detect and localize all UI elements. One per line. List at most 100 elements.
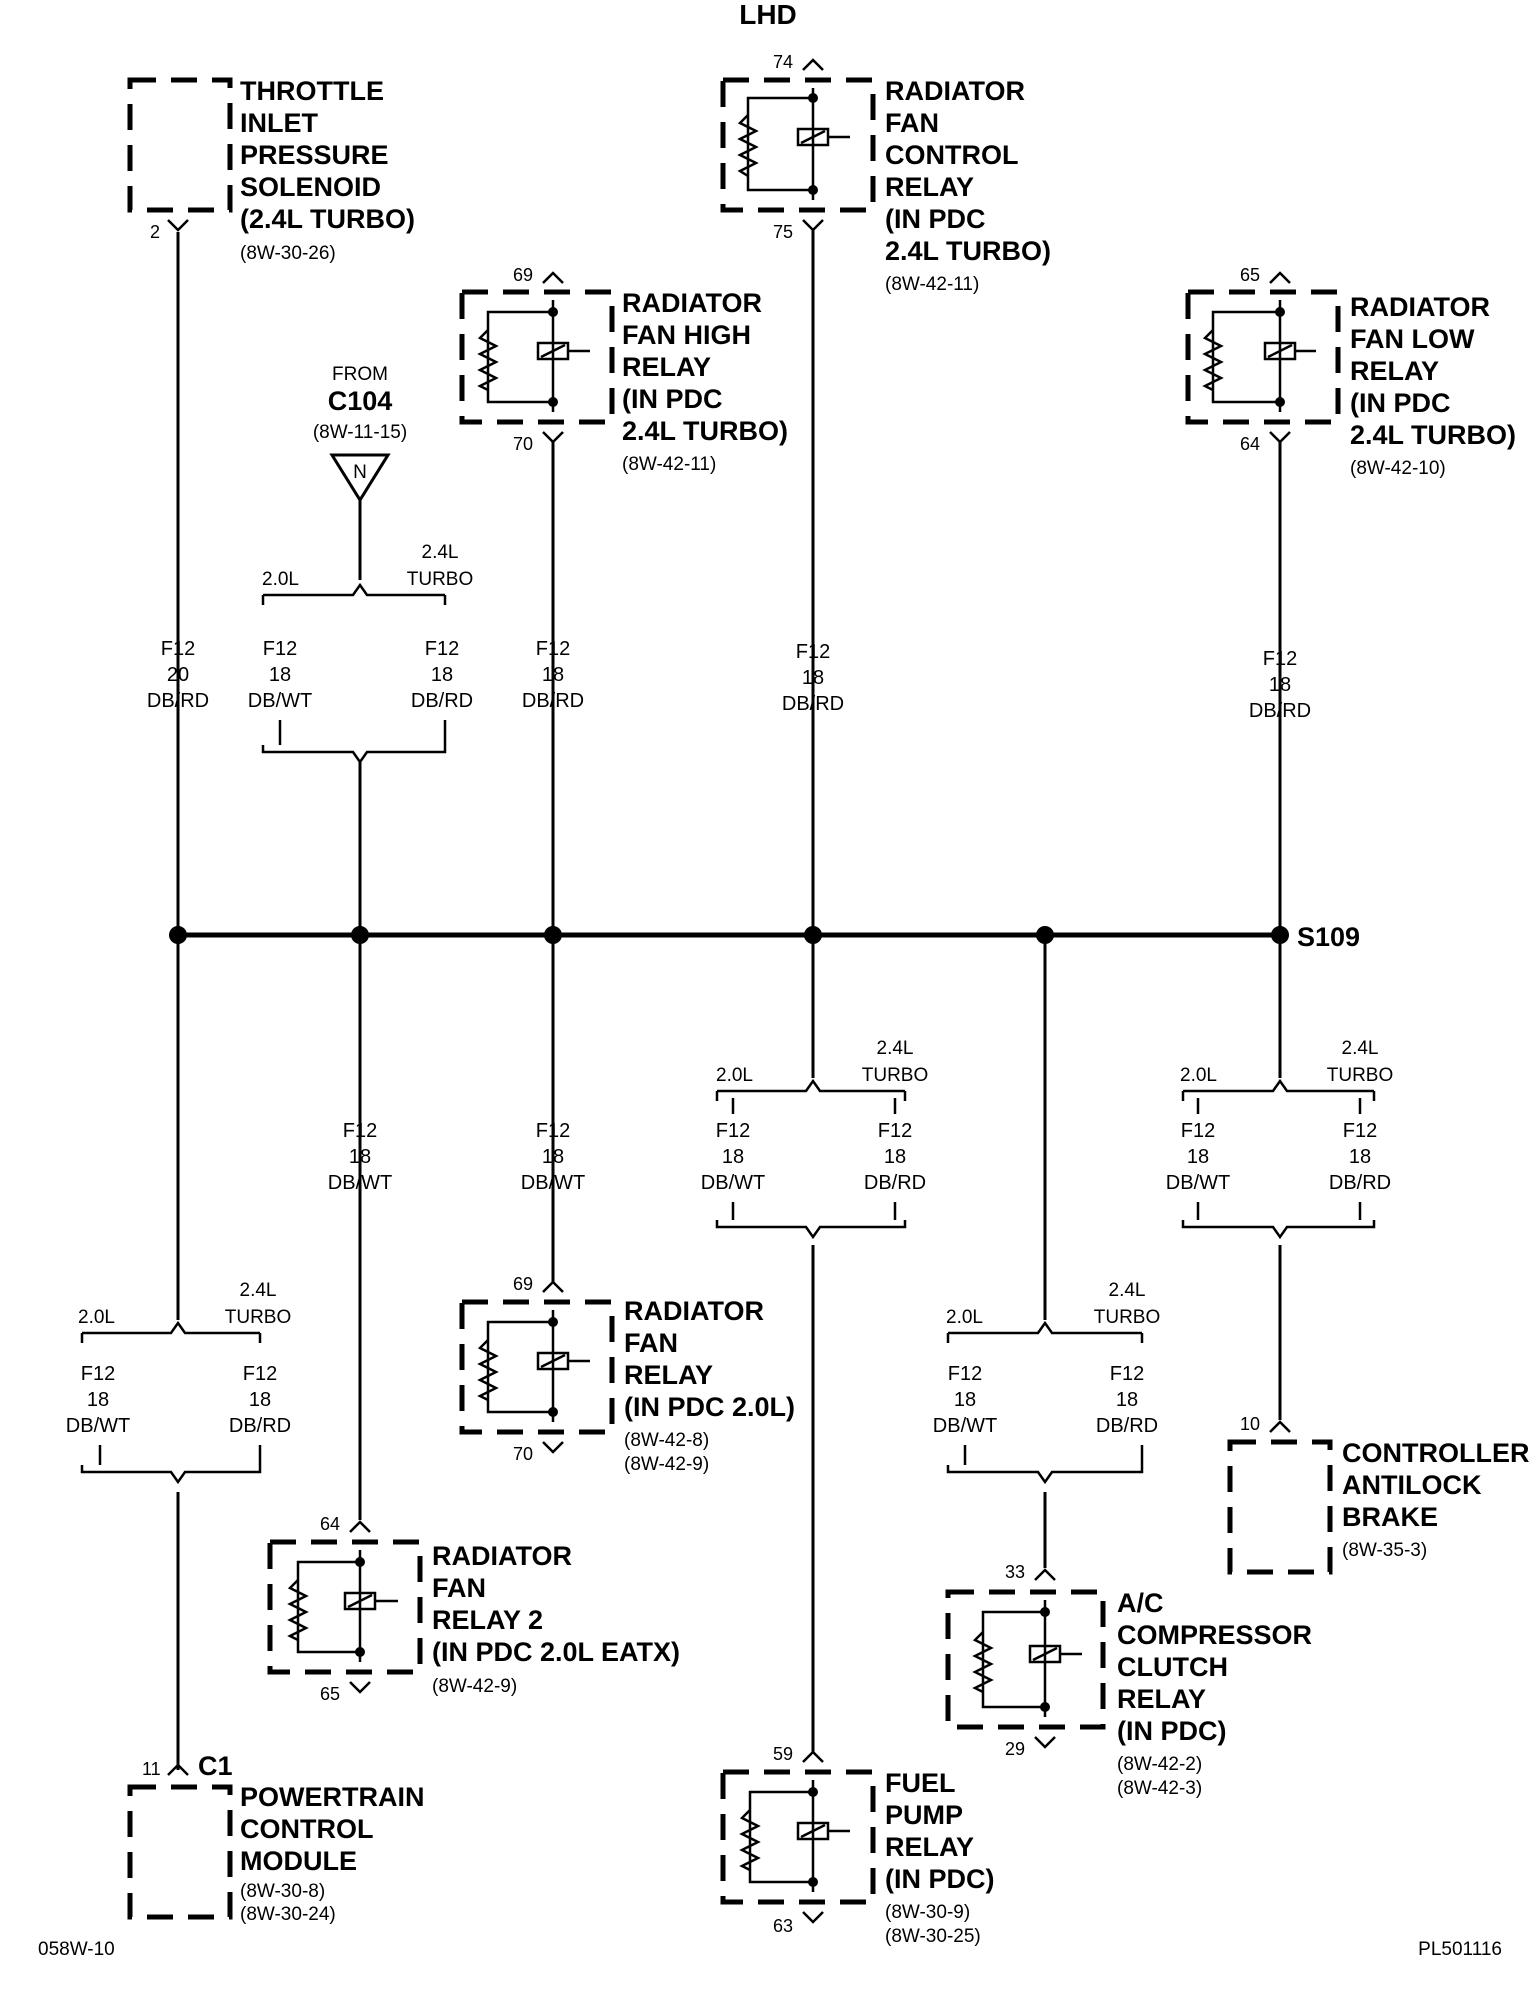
- svg-text:DB/RD: DB/RD: [147, 690, 209, 712]
- branch-c104: 2.0L 2.4L TURBO F12 18 DB/WT F12 18 DB/R…: [248, 542, 474, 765]
- svg-text:TURBO: TURBO: [1094, 1307, 1161, 1328]
- svg-text:18: 18: [249, 1389, 271, 1411]
- svg-text:(IN PDC: (IN PDC: [885, 204, 986, 234]
- svg-text:70: 70: [513, 434, 533, 454]
- svg-text:69: 69: [513, 1274, 533, 1294]
- svg-text:2.4L TURBO): 2.4L TURBO): [1350, 420, 1516, 450]
- svg-text:F12: F12: [536, 1120, 570, 1142]
- svg-text:DB/WT: DB/WT: [328, 1172, 392, 1194]
- svg-text:DB/WT: DB/WT: [1166, 1172, 1230, 1194]
- svg-text:CLUTCH: CLUTCH: [1117, 1652, 1228, 1682]
- svg-text:CONTROLLER: CONTROLLER: [1342, 1438, 1529, 1468]
- svg-text:2.0L: 2.0L: [78, 1307, 115, 1328]
- svg-text:TURBO: TURBO: [407, 569, 474, 590]
- svg-text:18: 18: [542, 1146, 564, 1168]
- svg-text:64: 64: [320, 1514, 340, 1534]
- svg-text:DB/RD: DB/RD: [229, 1415, 291, 1437]
- svg-text:(IN PDC 2.0L): (IN PDC 2.0L): [624, 1392, 795, 1422]
- svg-text:F12: F12: [1181, 1120, 1215, 1142]
- svg-text:DB/WT: DB/WT: [66, 1415, 130, 1437]
- svg-text:(8W-30-25): (8W-30-25): [885, 1926, 981, 1947]
- svg-text:(8W-42-10): (8W-42-10): [1350, 458, 1446, 479]
- svg-text:DB/WT: DB/WT: [933, 1415, 997, 1437]
- svg-text:DB/RD: DB/RD: [782, 693, 844, 715]
- svg-text:TURBO: TURBO: [1327, 1065, 1394, 1086]
- svg-text:RADIATOR: RADIATOR: [432, 1541, 572, 1571]
- svg-text:2.0L: 2.0L: [946, 1307, 983, 1328]
- svg-text:20: 20: [167, 664, 189, 686]
- svg-text:18: 18: [87, 1389, 109, 1411]
- svg-text:FROM: FROM: [332, 364, 388, 385]
- radiator-fan-relay: 69 70 RADIATOR FAN RELAY (IN PDC 2.0L) (…: [459, 1274, 795, 1475]
- svg-text:DB/RD: DB/RD: [1249, 700, 1311, 722]
- svg-text:RADIATOR: RADIATOR: [885, 76, 1025, 106]
- svg-text:(8W-30-9): (8W-30-9): [885, 1902, 970, 1923]
- svg-text:RELAY: RELAY: [885, 1832, 974, 1862]
- svg-text:RADIATOR: RADIATOR: [622, 288, 762, 318]
- svg-text:2.4L TURBO): 2.4L TURBO): [622, 416, 788, 446]
- branch-ac-clutch: 2.0L 2.4L TURBO F12 18 DB/WT F12 18 DB/R…: [933, 1280, 1161, 1485]
- svg-text:RELAY: RELAY: [622, 352, 711, 382]
- svg-text:F12: F12: [81, 1363, 115, 1385]
- svg-text:C104: C104: [328, 386, 393, 416]
- svg-text:F12: F12: [1263, 648, 1297, 670]
- svg-text:(8W-30-24): (8W-30-24): [240, 1904, 336, 1925]
- svg-text:F12: F12: [536, 638, 570, 660]
- svg-text:FAN LOW: FAN LOW: [1350, 324, 1475, 354]
- svg-text:CONTROL: CONTROL: [885, 140, 1018, 170]
- svg-text:59: 59: [773, 1744, 793, 1764]
- splice-label: S109: [1297, 922, 1360, 952]
- svg-text:ANTILOCK: ANTILOCK: [1342, 1470, 1482, 1500]
- wire-label-w1: F12 20 DB/RD: [147, 638, 209, 712]
- svg-text:2.4L: 2.4L: [240, 1280, 277, 1301]
- svg-text:FAN: FAN: [624, 1328, 678, 1358]
- svg-text:(8W-42-9): (8W-42-9): [432, 1676, 517, 1697]
- svg-text:SOLENOID: SOLENOID: [240, 172, 381, 202]
- svg-text:POWERTRAIN: POWERTRAIN: [240, 1782, 425, 1812]
- svg-text:(IN PDC): (IN PDC): [885, 1864, 995, 1894]
- svg-text:(2.4L TURBO): (2.4L TURBO): [240, 204, 415, 234]
- radiator-fan-control-relay: 74 75 RADIATOR FAN CONTROL RELAY (IN PDC…: [720, 52, 1051, 295]
- svg-text:RADIATOR: RADIATOR: [624, 1296, 764, 1326]
- feed-c104: FROM C104 (8W-11-15) N: [313, 364, 407, 503]
- svg-text:RELAY: RELAY: [1117, 1684, 1206, 1714]
- svg-text:(8W-30-26): (8W-30-26): [240, 243, 336, 264]
- svg-text:F12: F12: [263, 638, 297, 660]
- svg-text:DB/WT: DB/WT: [248, 690, 312, 712]
- svg-text:INLET: INLET: [240, 108, 319, 138]
- svg-text:RELAY: RELAY: [624, 1360, 713, 1390]
- footer-right-code: PL501116: [1418, 1939, 1502, 1960]
- svg-text:18: 18: [1116, 1389, 1138, 1411]
- svg-text:MODULE: MODULE: [240, 1846, 357, 1876]
- svg-text:PUMP: PUMP: [885, 1800, 963, 1830]
- svg-text:A/C: A/C: [1117, 1588, 1164, 1618]
- wire-label-w6: F12 18 DB/WT: [328, 1120, 392, 1194]
- svg-text:2.4L: 2.4L: [1109, 1280, 1146, 1301]
- svg-text:33: 33: [1005, 1562, 1025, 1582]
- svg-text:(8W-30-8): (8W-30-8): [240, 1881, 325, 1902]
- svg-text:2.4L TURBO): 2.4L TURBO): [885, 236, 1051, 266]
- svg-text:2: 2: [150, 222, 160, 242]
- svg-text:F12: F12: [878, 1120, 912, 1142]
- svg-text:TURBO: TURBO: [225, 1307, 292, 1328]
- svg-text:29: 29: [1005, 1739, 1025, 1759]
- connector-symbol: [329, 453, 391, 503]
- footer-left-code: 058W-10: [38, 1939, 115, 1960]
- controller-antilock-brake: 10 CONTROLLER ANTILOCK BRAKE (8W-35-3): [1227, 1414, 1529, 1575]
- svg-text:F12: F12: [796, 641, 830, 663]
- svg-text:(8W-35-3): (8W-35-3): [1342, 1540, 1427, 1561]
- svg-text:75: 75: [773, 222, 793, 242]
- svg-text:DB/RD: DB/RD: [1329, 1172, 1391, 1194]
- svg-text:(IN PDC: (IN PDC: [622, 384, 723, 414]
- svg-text:(IN PDC 2.0L EATX): (IN PDC 2.0L EATX): [432, 1637, 680, 1667]
- radiator-fan-low-relay: 65 64 RADIATOR FAN LOW RELAY (IN PDC 2.4…: [1185, 265, 1516, 479]
- svg-text:FAN HIGH: FAN HIGH: [622, 320, 751, 350]
- svg-text:65: 65: [1240, 265, 1260, 285]
- branch-abs: 2.0L 2.4L TURBO F12 18 DB/WT F12 18 DB/R…: [1166, 1038, 1394, 1240]
- svg-text:THROTTLE: THROTTLE: [240, 76, 384, 106]
- throttle-solenoid: THROTTLE INLET PRESSURE SOLENOID (2.4L T…: [127, 76, 415, 264]
- svg-text:74: 74: [773, 52, 793, 72]
- svg-text:2.0L: 2.0L: [716, 1065, 753, 1086]
- svg-text:(8W-11-15): (8W-11-15): [313, 422, 407, 443]
